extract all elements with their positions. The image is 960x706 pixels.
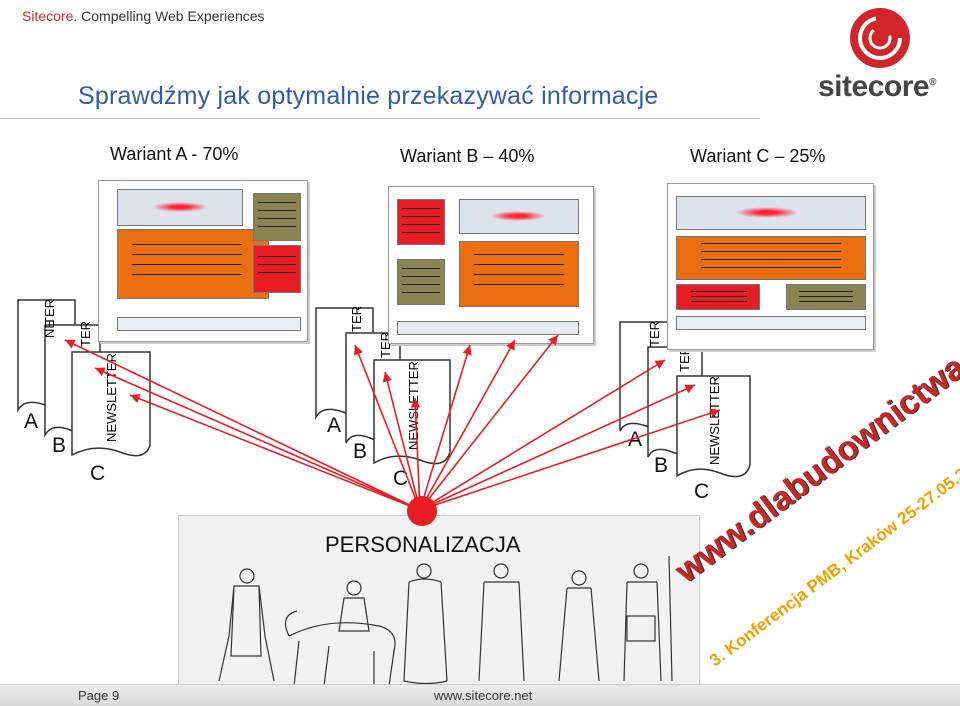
red-block — [253, 245, 301, 293]
red-block — [397, 199, 445, 245]
variant-a-mockup — [98, 180, 308, 342]
olive-block — [253, 193, 301, 241]
red-block — [676, 284, 760, 310]
title-divider — [0, 118, 760, 119]
orange-content-block — [676, 236, 866, 280]
footer-bar — [0, 684, 960, 706]
footer-url[interactable]: www.sitecore.net — [434, 688, 533, 703]
personalization-hub-dot — [407, 496, 437, 526]
footer-block — [397, 321, 579, 335]
banner-block — [676, 196, 866, 230]
letter-b-2: B — [353, 440, 368, 463]
olive-block — [397, 259, 445, 305]
sitecore-logo-icon — [850, 8, 910, 68]
slide-title: Sprawdźmy jak optymalnie przekazywać inf… — [78, 82, 659, 110]
brand-prefix: Sitecore. — [22, 8, 78, 24]
header-brand: Sitecore. Compelling Web Experiences — [22, 8, 265, 24]
footer-block — [676, 316, 866, 330]
logo-wordmark: sitecore® — [818, 70, 936, 103]
letter-c-2: C — [393, 467, 409, 490]
variant-b-label: Wariant B – 40% — [400, 146, 535, 166]
letter-a-3: A — [628, 428, 643, 451]
page-number: Page 9 — [78, 688, 120, 703]
olive-block — [786, 284, 866, 310]
letter-b-3: B — [654, 454, 669, 477]
personalization-label: PERSONALIZACJA — [325, 532, 521, 557]
variant-c-mockup — [667, 183, 874, 350]
variant-c-label: Wariant C – 25% — [690, 146, 826, 166]
banner-block — [459, 199, 579, 234]
historical-figures-illustration — [218, 555, 673, 687]
letter-a-2: A — [327, 414, 342, 437]
variant-a-label: Wariant A - 70% — [110, 144, 239, 164]
personalization-panel — [178, 515, 700, 692]
banner-block — [117, 189, 243, 226]
letter-c-1: C — [90, 462, 106, 485]
variant-b-mockup — [388, 186, 594, 344]
letter-b-1: B — [52, 434, 67, 457]
letter-a-1: A — [24, 410, 39, 433]
letter-c-3: C — [694, 480, 710, 503]
brand-tagline: Compelling Web Experiences — [77, 8, 265, 24]
orange-content-block — [459, 241, 579, 307]
footer-block — [117, 317, 301, 331]
